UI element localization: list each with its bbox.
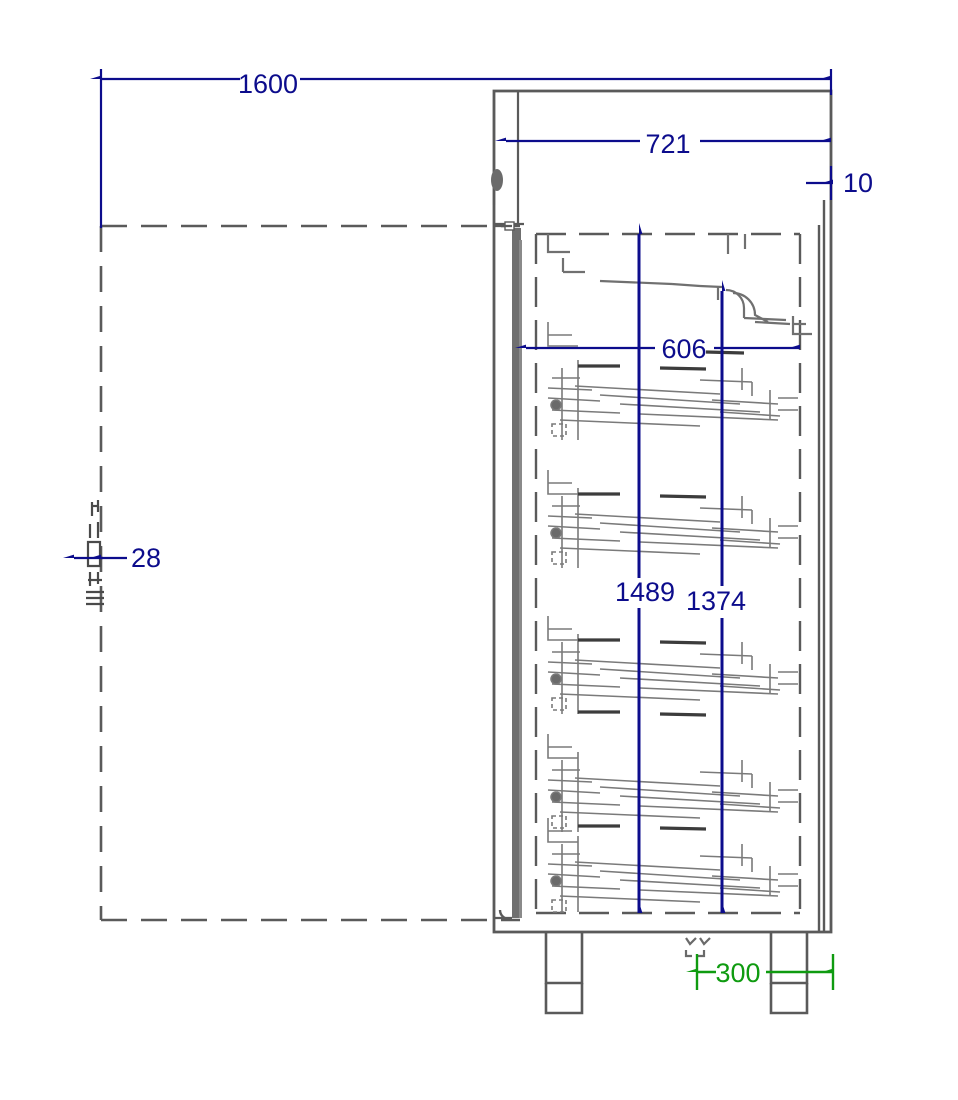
dimension-label-1374: 1374 — [686, 586, 746, 616]
hinge-knuckle-icon — [491, 169, 503, 191]
shelf-front-edges — [578, 350, 745, 831]
rack-runners-group — [547, 322, 798, 913]
dimension-label-28: 28 — [131, 543, 161, 573]
right-wall-panel — [817, 200, 826, 932]
rack-runner-row — [547, 470, 798, 568]
drain-detail — [684, 937, 711, 958]
door-panel — [494, 221, 522, 921]
dimension-label-1600: 1600 — [238, 69, 298, 99]
dimension-door-thickness: 28 — [63, 543, 161, 573]
dimension-overall-width: 1600 — [90, 69, 833, 228]
cabinet-body-outline — [492, 89, 833, 934]
rack-runner-row — [547, 818, 798, 913]
dimension-label-721: 721 — [645, 129, 690, 159]
rack-runner-row — [547, 734, 798, 832]
leg-right — [769, 932, 809, 1015]
door-hinge-post — [492, 91, 524, 226]
dimension-internal-width: 606 — [515, 334, 800, 364]
dimension-label-300: 300 — [715, 958, 760, 988]
rack-runner-row — [547, 616, 798, 714]
dimension-internal-height-inner: 1374 — [686, 280, 746, 913]
dimension-label-10: 10 — [843, 168, 873, 198]
rack-runner-row — [547, 322, 798, 440]
dimension-panel-thickness: 10 — [806, 166, 873, 200]
dimension-label-606: 606 — [661, 334, 706, 364]
leg-left — [544, 932, 584, 1015]
top-interior-pipework — [546, 234, 812, 336]
dimension-leg-spacing: 300 — [686, 954, 835, 990]
door-lock-detail — [86, 500, 104, 606]
dimension-label-1489: 1489 — [615, 577, 675, 607]
cabinet-legs-group — [544, 932, 809, 1015]
door-swing-outline — [99, 224, 520, 922]
dimension-internal-height-outer: 1489 — [615, 223, 675, 913]
dimension-cabinet-width: 721 — [495, 129, 831, 159]
